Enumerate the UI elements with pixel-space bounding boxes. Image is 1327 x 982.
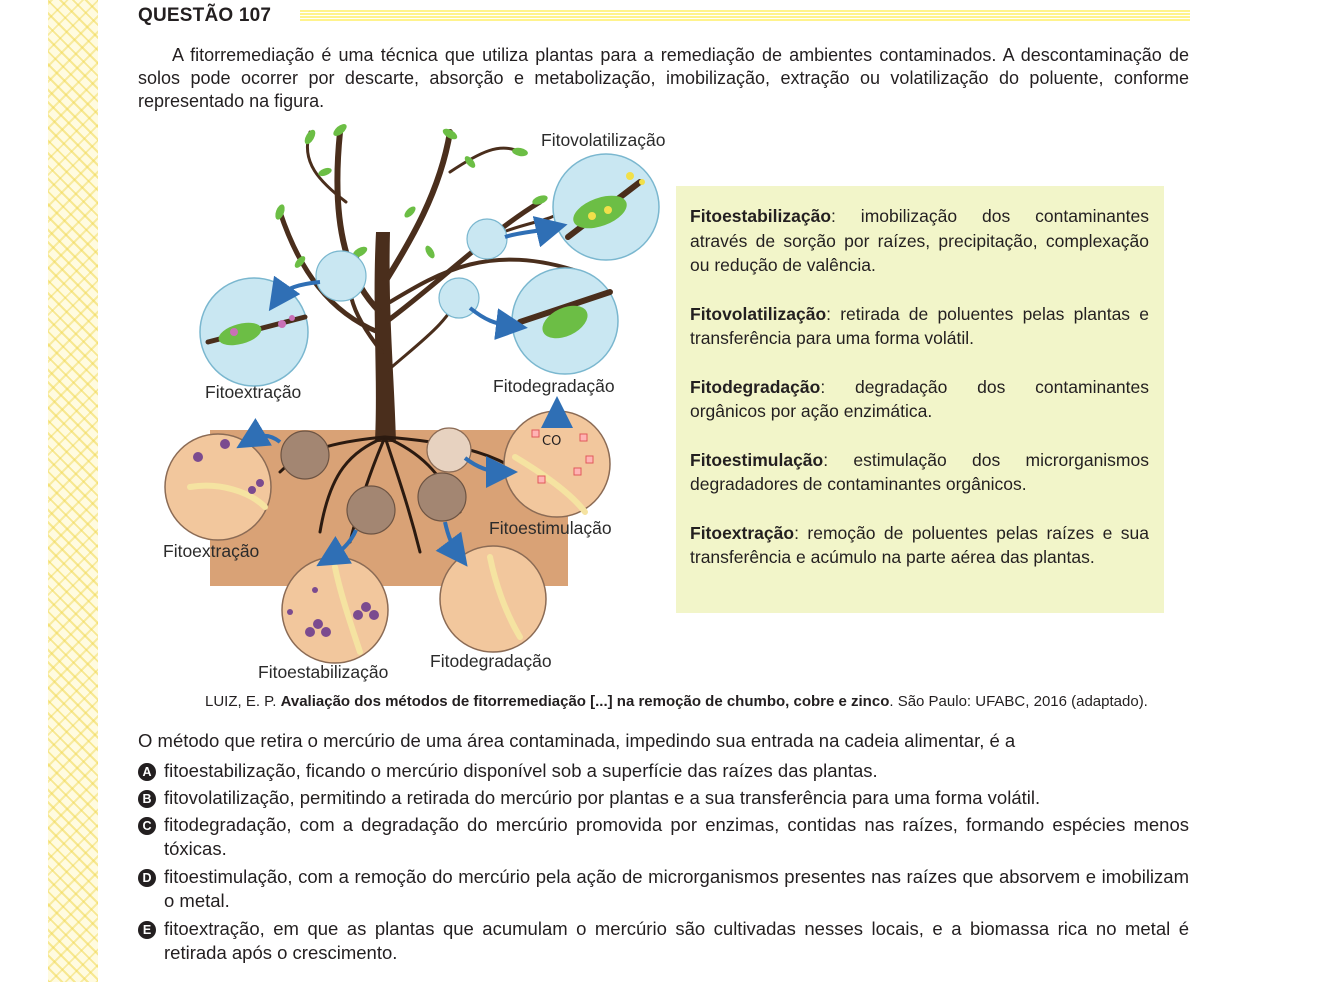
question-header: QUESTÃO 107: [138, 5, 1190, 29]
alternative-letter-badge: B: [138, 790, 156, 808]
alternative-text: fitodegradação, com a degradação do merc…: [164, 814, 1189, 859]
alternative-letter-badge: A: [138, 763, 156, 781]
tree-trunk: [374, 232, 396, 442]
alternative-letter-badge: E: [138, 921, 156, 939]
definition-item: Fitoextração: remoção de poluentes pelas…: [690, 522, 1149, 568]
alternative-text: fitoextração, em que as plantas que acum…: [164, 918, 1189, 963]
alternative-c[interactable]: C fitodegradação, com a degradação do me…: [138, 813, 1189, 861]
definition-item: Fitoestabilização: imobilização dos cont…: [690, 206, 1149, 275]
alternative-b[interactable]: B fitovolatilização, permitindo a retira…: [138, 786, 1189, 810]
process-arrows: [236, 216, 573, 567]
alternative-e[interactable]: E fitoextração, em que as plantas que ac…: [138, 917, 1189, 965]
soil-particles: [280, 430, 467, 535]
label-fitoextracao-top: Fitoextração: [205, 382, 302, 402]
question-intro: A fitorremediação é uma técnica que util…: [138, 45, 1189, 111]
label-fitoextracao-bottom: Fitoextração: [163, 541, 260, 561]
header-rule: [300, 10, 1190, 21]
question-stem: O método que retira o mercúrio de uma ár…: [138, 730, 1016, 751]
question-title: QUESTÃO 107: [138, 5, 272, 26]
bubble-fitoestimulacao: [503, 410, 611, 518]
figure-citation: LUIZ, E. P. Avaliação dos métodos de fit…: [205, 693, 1148, 710]
alternative-text: fitovolatilização, permitindo a retirada…: [164, 787, 1041, 808]
tree-illustration: CO: [164, 124, 660, 664]
alternative-letter-badge: D: [138, 869, 156, 887]
co2-label: CO: [542, 434, 561, 449]
alternative-text: fitoestabilização, ficando o mercúrio di…: [164, 760, 878, 781]
phytoremediation-figure: CO Fitovolatilização Fitoextração Fitode…: [160, 112, 700, 692]
alternative-d[interactable]: D fitoestimulação, com a remoção do merc…: [138, 865, 1189, 913]
label-fitovolatilizacao: Fitovolatilização: [541, 130, 666, 150]
definition-item: Fitovolatilização: retirada de poluentes…: [690, 303, 1149, 349]
alternative-a[interactable]: A fitoestabilização, ficando o mercúrio …: [138, 759, 1189, 783]
alternative-letter-badge: C: [138, 817, 156, 835]
definition-item: Fitoestimulação: estimulação dos microrg…: [690, 449, 1149, 495]
label-fitoestabilizacao: Fitoestabilização: [258, 662, 389, 682]
definition-item: Fitodegradação: degradação dos contamina…: [690, 376, 1149, 422]
label-fitoestimulacao: Fitoestimulação: [489, 518, 612, 538]
bubble-fitodegradacao-bottom: [439, 545, 547, 653]
label-fitodegradacao-top: Fitodegradação: [493, 376, 615, 396]
definitions-box: Fitoestabilização: imobilização dos cont…: [676, 186, 1164, 613]
decorative-side-strip: [48, 0, 98, 982]
label-fitodegradacao-bottom: Fitodegradação: [430, 651, 552, 671]
alternative-text: fitoestimulação, com a remoção do mercúr…: [164, 866, 1189, 911]
